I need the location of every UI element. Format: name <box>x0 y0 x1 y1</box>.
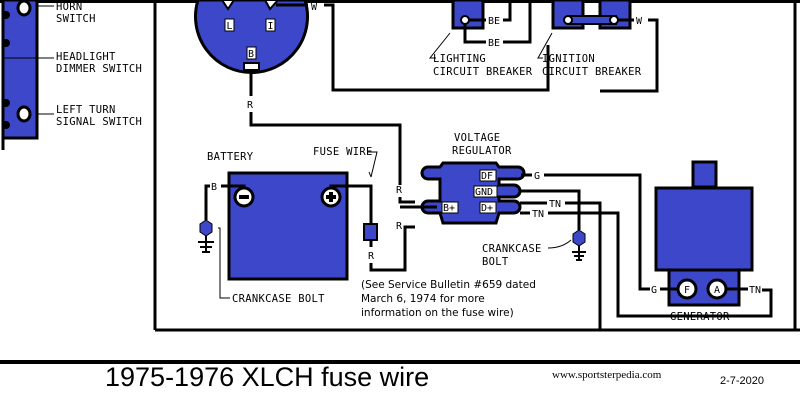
dimmer-switch-label: HEADLIGHT <box>56 51 116 63</box>
lighting-breaker-label: LIGHTING <box>433 53 486 65</box>
wire-label-tn-dplus: TN <box>532 209 544 220</box>
switch-knob <box>2 39 10 47</box>
ignition-circuit-breaker: W IGNITION CIRCUIT BREAKER <box>537 0 659 93</box>
turn-signal-switch-contact <box>16 105 32 123</box>
terminal-dplus-label: D+ <box>481 203 493 214</box>
wire-label-be-2: BE <box>488 38 500 49</box>
terminal-df-label: DF <box>481 171 493 182</box>
ground-icon <box>198 236 214 253</box>
wire-label-g-regulator: G <box>534 171 540 182</box>
source-url: www.sportsterpedia.com <box>552 369 662 381</box>
voltage-regulator: VOLTAGE REGULATOR DF GND D+ B+ G TN TN C… <box>400 132 773 330</box>
horn-switch-label-2: SWITCH <box>56 13 96 25</box>
terminal-gnd-label: GND <box>475 187 493 198</box>
turn-signal-switch-label: LEFT TURN <box>56 104 116 116</box>
diagram-date: 2-7-2020 <box>720 375 765 387</box>
wire-label-r-ignition: R <box>247 100 254 111</box>
horn-switch-contact <box>16 0 32 17</box>
terminal-f-label: F <box>684 285 690 296</box>
wire-label-r-fuse-bottom: R <box>368 251 375 262</box>
dimmer-switch-label-2: DIMMER SWITCH <box>56 63 142 75</box>
switch-knob <box>2 11 10 19</box>
switch-knob <box>2 121 10 129</box>
terminal-I-slot <box>263 0 280 11</box>
horn-switch-label: HORN <box>56 1 83 13</box>
lighting-circuit-breaker: BE BE LIGHTING CIRCUIT BREAKER <box>428 0 533 78</box>
regulator-ground-label-2: BOLT <box>482 256 509 268</box>
lighting-breaker-label-2: CIRCUIT BREAKER <box>433 66 533 78</box>
regulator-title-2: REGULATOR <box>452 145 512 157</box>
note-line-3: information on the fuse wire) <box>361 307 514 319</box>
note-line-1: (See Service Bulletin #659 dated <box>361 279 536 291</box>
ground-icon <box>572 246 586 261</box>
positive-terminal-icon <box>326 192 336 202</box>
wire-label-tn-generator: TN <box>749 285 761 296</box>
battery: BATTERY B CRANKCASE BOLT <box>198 151 349 305</box>
wire-label-w-breaker: W <box>636 16 643 27</box>
regulator-title: VOLTAGE <box>454 132 500 144</box>
generator-title: GENERATOR <box>670 311 730 323</box>
terminal-L-label: L <box>227 21 233 32</box>
wire-label-be-1: BE <box>488 16 500 27</box>
wire-label-r-fuse-1: R <box>396 185 403 196</box>
battery-title: BATTERY <box>207 151 254 163</box>
service-bulletin-note: (See Service Bulletin #659 dated March 6… <box>361 279 536 319</box>
generator: F A G TN GENERATOR <box>651 160 761 323</box>
terminal-I-label: I <box>268 21 274 32</box>
ignition-breaker-label-2: CIRCUIT BREAKER <box>542 66 642 78</box>
ignition-switch: L I B R W <box>194 0 550 185</box>
terminal-L-slot <box>220 0 236 11</box>
terminal-bplus-label: B+ <box>443 203 455 214</box>
fuse-wire: R FUSE WIRE R R <box>313 146 415 272</box>
wire-label-g-generator: G <box>651 285 657 296</box>
crankcase-bolt-icon <box>199 219 213 237</box>
switch-knob <box>2 99 10 107</box>
diagram-title: 1975-1976 XLCH fuse wire <box>105 362 430 392</box>
battery-ground-label: CRANKCASE BOLT <box>232 293 325 305</box>
wire-label-b-battery: B <box>211 182 217 193</box>
turn-signal-switch-label-2: SIGNAL SWITCH <box>56 116 142 128</box>
wire-label-r-fuse-2: R <box>396 221 403 232</box>
terminal-B-label: B <box>248 49 254 60</box>
wire-label-tn-gnd: TN <box>549 199 561 210</box>
note-line-2: March 6, 1974 for more <box>361 293 485 305</box>
crankcase-bolt-icon <box>572 229 586 247</box>
fuse-wire-label: FUSE WIRE <box>313 146 373 158</box>
terminal-a-label: A <box>714 285 720 296</box>
ignition-breaker-label: IGNITION <box>542 53 595 65</box>
regulator-ground-label: CRANKCASE <box>482 243 542 255</box>
negative-terminal-icon <box>239 195 249 199</box>
diagram-border <box>0 0 800 364</box>
wire-label-w-ignition: W <box>311 2 318 13</box>
handlebar-switch-panel: HORN SWITCH HEADLIGHT DIMMER SWITCH LEFT… <box>1 0 142 150</box>
